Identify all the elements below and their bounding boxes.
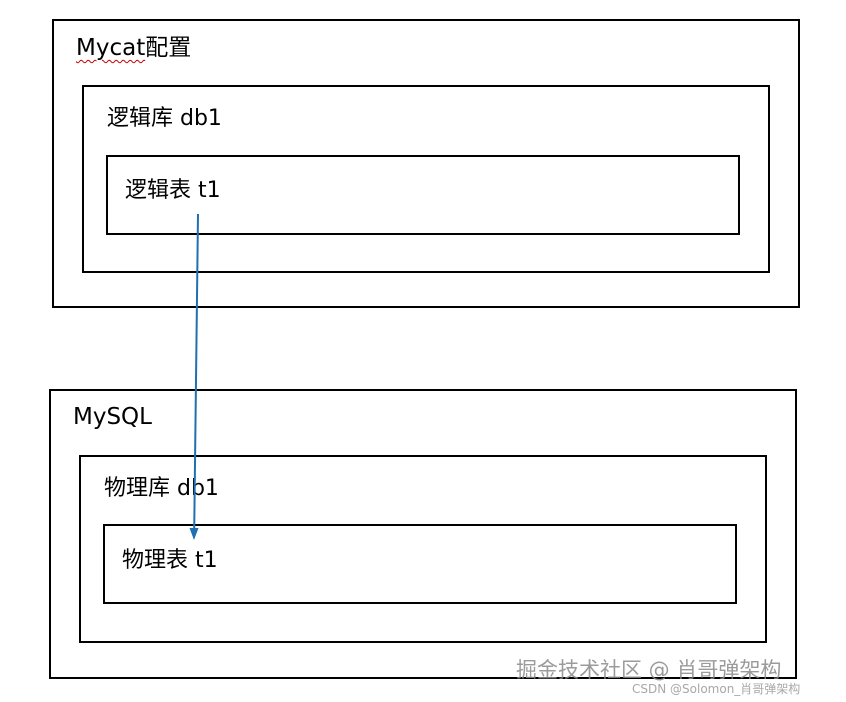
mycat-config-box bbox=[52, 19, 800, 308]
mycat-title-en: Mycat bbox=[76, 35, 146, 61]
physical-table-label: 物理表 t1 bbox=[122, 548, 218, 573]
logical-table-label: 逻辑表 t1 bbox=[125, 178, 221, 203]
watermark-sub: CSDN @Solomon_肖哥弹架构 bbox=[632, 682, 801, 696]
mycat-title-cn: 配置 bbox=[145, 35, 192, 61]
mycat-config-title: Mycat配置 bbox=[76, 37, 191, 60]
mysql-box bbox=[49, 389, 797, 679]
logical-table-box bbox=[106, 155, 740, 235]
logical-db-box bbox=[82, 85, 770, 273]
physical-db-label: 物理库 db1 bbox=[104, 476, 219, 501]
logical-db-label: 逻辑库 db1 bbox=[107, 106, 222, 131]
watermark-main: 掘金技术社区 @ 肖哥弹架构 bbox=[516, 658, 782, 682]
physical-table-box bbox=[103, 524, 737, 604]
mysql-title: MySQL bbox=[73, 404, 152, 430]
physical-db-box bbox=[79, 455, 767, 643]
